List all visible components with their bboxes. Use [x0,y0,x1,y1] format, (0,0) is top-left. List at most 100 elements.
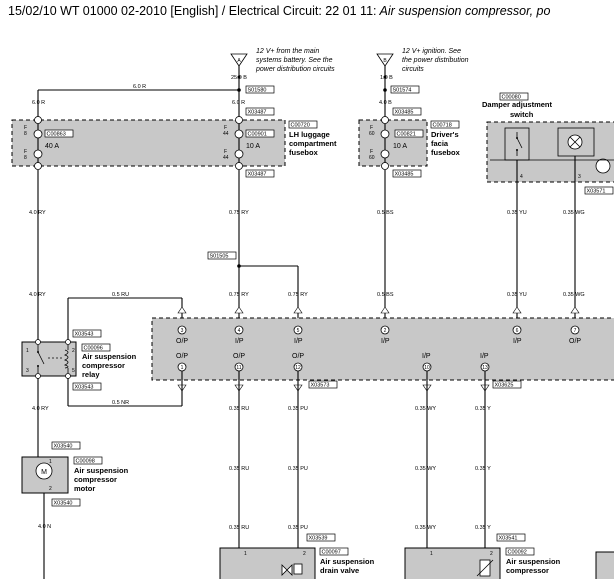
svg-text:10: 10 [424,365,430,371]
wire-b-label: 1.0 B [380,75,393,81]
wire-pu-2: 0.35 PU [288,466,308,472]
fuse-3-code: C00821 [397,132,416,138]
wire-ru-2: 0.35 RU [229,466,249,472]
connector-x03571: X03571 [587,189,606,195]
compressor-code: C00092 [508,550,527,556]
wire-y-2: 0.35 Y [475,466,491,472]
relay-code: C00096 [84,346,103,352]
wire-switch-1: 0.35 YU [507,210,527,216]
fuse-3-bot-num: 60 [369,155,375,161]
svg-text:I/P: I/P [422,353,431,360]
drain-valve-pin-2: 2 [303,551,306,557]
svg-text:O/P: O/P [176,353,188,360]
wire-relay-coil: 0.5 RU [112,292,129,298]
ecu-pin-11: O/P 11 [233,353,245,372]
compressor-pin-1: 1 [430,551,433,557]
header-prefix: 15/02/10 WT 01000 02-2010 [English] / El… [8,4,377,18]
fuse-2-top-num: 44 [223,131,229,137]
fuse-1-icon [33,129,43,139]
note-a-line1: 12 V+ from the main [256,48,319,55]
wire-y-1: 0.35 Y [475,406,491,412]
wire-pu-3: 0.35 PU [288,525,308,531]
ecu-pin-5: 5 I/P [293,325,303,345]
motor-name-3: motor [74,484,95,493]
wire-top-h: 6.0 R [133,84,146,90]
svg-text:I/P: I/P [294,338,303,345]
connector-x03485-top: X03485 [395,110,414,116]
svg-text:2: 2 [384,328,387,334]
triangle-a-icon [230,53,248,67]
ecu-pin-2: 2 I/P [380,325,390,345]
splice-s01574: S01574 [393,88,412,94]
switch-code: C00080 [502,95,521,101]
wire-f1-top: 6.0 R [32,100,45,106]
header-title-italic: Air suspension compressor, po [376,4,551,18]
motor-pin-1: 1 [49,459,52,465]
air-suspension-compressor: X03541 1 2 C00092 Air suspension compres… [404,533,561,579]
fuse-1-top-num: 8 [24,131,27,137]
motor-icon [35,462,53,480]
page-header: 15/02/10 WT 01000 02-2010 [English] / El… [8,4,550,18]
wire-relay-in: 4.0 RY [29,292,46,298]
air-suspension-compressor-motor: X03540 M 1 2 C00098 Air suspension compr… [21,441,129,507]
wire-ru-1: 0.35 RU [229,406,249,412]
note-b-line2: the power distribution [402,57,469,64]
lh-luggage-fusebox: X03487 X03487 C00720 LH luggage compartm… [11,107,337,178]
svg-text:I/P: I/P [480,353,489,360]
fusebox-lh-name-1: LH luggage [289,130,330,139]
svg-text:O/P: O/P [569,338,581,345]
connector-x03573: X03573 [311,383,330,389]
damper-adjustment-switch: C00080 Damper adjustment switch 4 3 X035… [482,92,614,195]
svg-text:4: 4 [238,328,241,334]
note-b-line3: circuits [402,66,424,73]
relay-pin-2: 2 [72,348,75,354]
ecu-pin-10: I/P 10 [422,353,432,372]
motor-name-1: Air suspension [74,466,129,475]
wire-ecu-ry2: 0.75 RY [288,292,308,298]
wire-f1-bottom: 4.0 RY [29,210,46,216]
compressor-name-1: Air suspension [506,557,561,566]
power-source-b: B 1.0 B 12 V+ ignition. See the power di… [376,48,469,81]
fuse-3-top-num: 60 [369,131,375,137]
compressor-name-2: compressor [506,566,549,575]
wire-f3-bottom: 0.5 BS [377,210,394,216]
fusebox-facia-name-1: Driver's [431,130,459,139]
fuse-3-rating: 10 A [393,143,407,150]
svg-text:1: 1 [181,365,184,371]
relay-pin-5: 5 [72,368,75,374]
wire-motor-out: 4.0 N [38,524,51,530]
svg-text:I/P: I/P [235,338,244,345]
note-a-line2: systems battery. See the [256,57,333,64]
power-source-a: A 25.0 B 12 V+ from the main systems bat… [230,48,335,81]
fusebox-facia-name-3: fusebox [431,148,461,157]
wire-ecu-yu: 0.35 YU [507,292,527,298]
motor-code: C00098 [76,459,95,465]
connector-x03540-bottom: X03540 [54,501,73,507]
source-a-letter: A [237,58,241,64]
compressor-pin-2: 2 [490,551,493,557]
fuse-3-icon [380,129,390,139]
ecu-pin-13: I/P 13 [480,353,490,372]
connector-x03625: X03625 [495,383,514,389]
switch-pin-3: 3 [578,174,581,180]
fusebox-facia-code: C00718 [433,123,452,129]
wire-f2-top: 6.0 R [232,100,245,106]
connector-x03540-top: X03540 [54,444,73,450]
ecu-pin-6: 6 I/P [512,325,522,345]
motor-name-2: compressor [74,475,117,484]
relay-pin-3: 3 [26,368,29,374]
splice-s01505: S01505 [210,254,229,260]
wire-wy-2: 0.35 WY [415,466,436,472]
wire-ecu-bs: 0.5 BS [377,292,394,298]
relay-coil-icon [63,349,69,369]
air-suspension-ecu: 3 O/P 4 I/P 5 I/P 2 I/P 6 I/P 7 O/P [151,317,614,389]
drain-valve-name-1: Air suspension [320,557,375,566]
switch-name-2: switch [510,110,534,119]
connector-x03543-bottom: X03543 [75,385,94,391]
fuse-1-code: C00863 [47,132,66,138]
note-b-line1: 12 V+ ignition. See [402,48,461,55]
drain-valve-code: C00097 [322,550,341,556]
ecu-pin-3: 3 O/P [176,325,188,345]
wire-pu-1: 0.35 PU [288,406,308,412]
